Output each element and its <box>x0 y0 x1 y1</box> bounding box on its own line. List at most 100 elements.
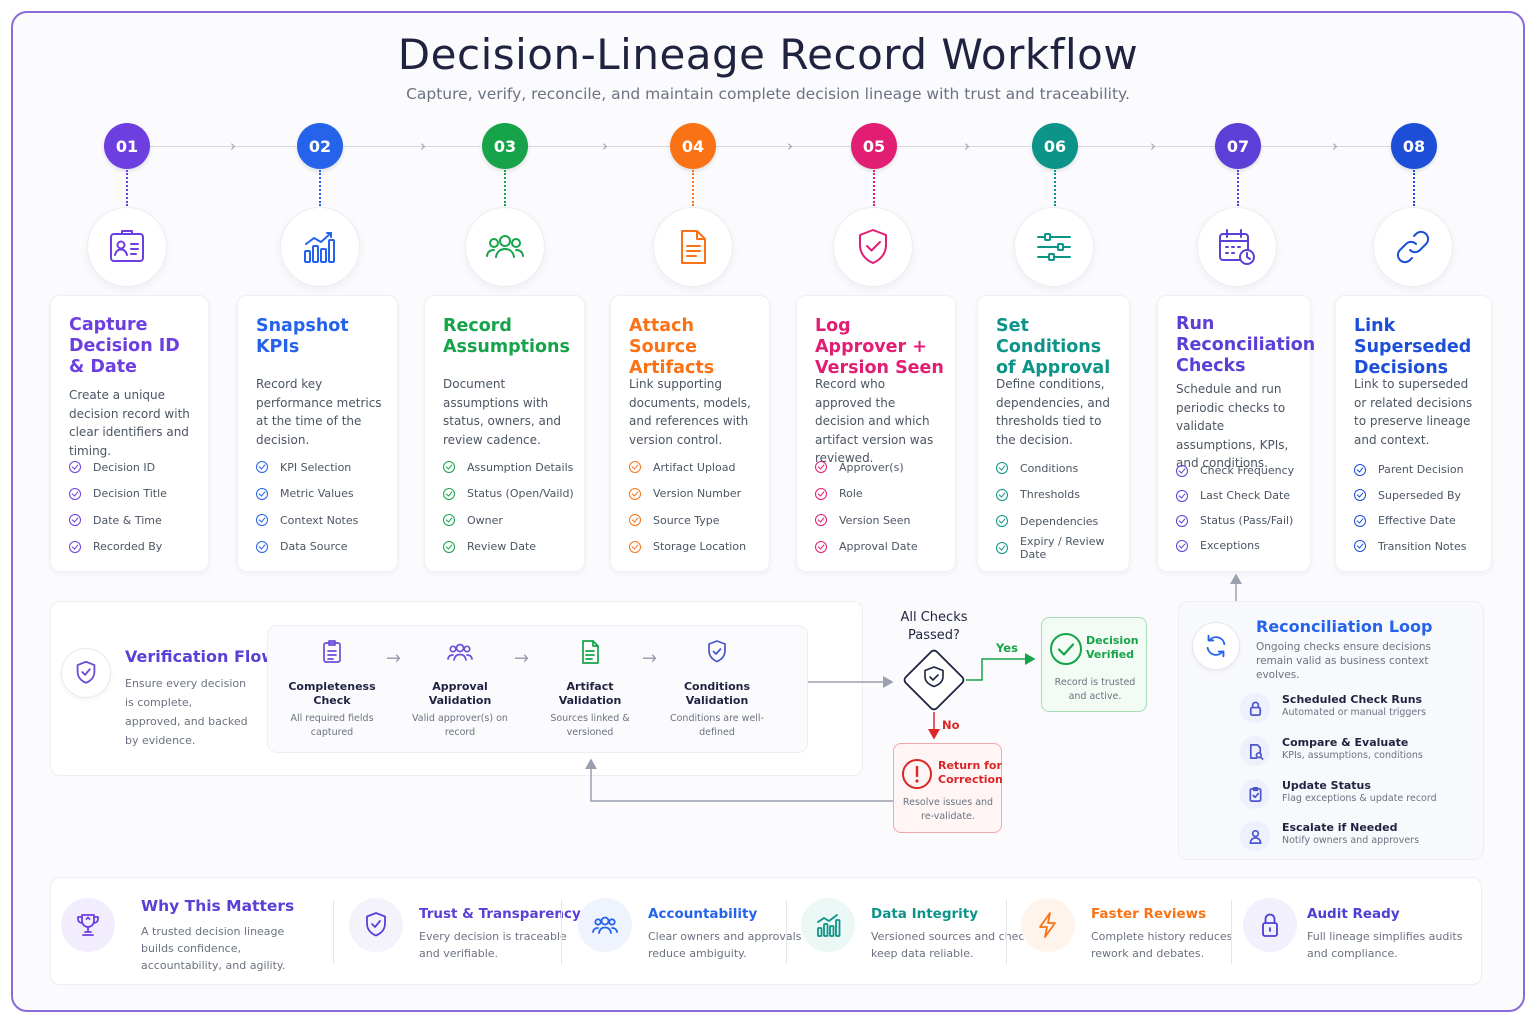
step-description: Record key performance metrics at the ti… <box>256 377 382 447</box>
step-connector <box>1237 170 1239 206</box>
step-description: Create a unique decision record with cle… <box>69 388 190 458</box>
step-checklist: Decision ID Decision Title Date & Time R… <box>69 454 202 560</box>
alert-circle-icon <box>902 759 932 789</box>
step-title: Log Approver + Version Seen <box>815 316 944 378</box>
id-card-icon <box>110 230 144 262</box>
step-number: 04 <box>670 123 716 169</box>
benefit-description: Versioned sources and checks keep data r… <box>871 930 1037 960</box>
list-item: Expiry / Review Date <box>996 535 1123 562</box>
benefit-item: Trust & Transparency Every decision is t… <box>349 878 581 986</box>
reconciliation-icon-circle <box>1192 622 1240 670</box>
arrow-right-icon: → <box>642 648 658 669</box>
step-number: 03 <box>482 123 528 169</box>
shield-check-icon <box>859 229 887 264</box>
timeline-rail <box>150 146 296 147</box>
lock-icon <box>1243 898 1297 952</box>
check-circle-icon <box>1176 464 1188 477</box>
step-card: Set Conditions of Approval Define condit… <box>977 295 1130 572</box>
chevron-right-icon: › <box>230 137 236 155</box>
step-icon-circle <box>1014 207 1094 287</box>
step-card: Link Superseded Decisions Link to supers… <box>1335 295 1492 572</box>
step-title: Attach Source Artifacts <box>629 316 715 378</box>
benefit-description: Clear owners and approvals reduce ambigu… <box>648 930 802 960</box>
people-icon <box>486 235 524 258</box>
arrow-right-icon: → <box>386 648 402 669</box>
step-checklist: Assumption Details Status (Open/Vaild) O… <box>443 454 578 560</box>
check-circle-icon <box>443 514 455 527</box>
list-item: Effective Date <box>1354 508 1485 534</box>
step-card: Capture Decision ID & Date Create a uniq… <box>50 295 209 572</box>
check-circle-icon <box>629 461 641 474</box>
step-number: 02 <box>297 123 343 169</box>
yes-label: Yes <box>996 641 1018 655</box>
verification-step-description: Sources linked & versioned <box>550 713 630 738</box>
step-checklist: Parent Decision Superseded By Effective … <box>1354 457 1485 559</box>
check-circle-icon <box>1354 514 1366 527</box>
step-description: Record who approved the decision and whi… <box>815 377 934 465</box>
return-correction-title: Return for Correction <box>938 759 1003 786</box>
check-circle-icon <box>1176 489 1188 502</box>
list-item: Source Type <box>629 507 763 534</box>
list-item: Assumption Details <box>443 454 578 481</box>
document-icon <box>681 230 706 264</box>
step-number: 01 <box>104 123 150 169</box>
list-item: Context Notes <box>256 507 391 534</box>
list-item: Last Check Date <box>1176 483 1304 508</box>
timeline-rail <box>897 146 1031 147</box>
benefit-title: Data Integrity <box>871 906 979 922</box>
check-circle-icon <box>256 514 268 527</box>
list-item: Version Number <box>629 481 763 508</box>
clipboard-icon <box>282 638 382 670</box>
verification-step-description: Valid approver(s) on record <box>412 713 508 738</box>
step-title: Record Assumptions <box>443 316 570 357</box>
step-connector <box>126 170 128 206</box>
chevron-right-icon: › <box>1150 137 1156 155</box>
step-number: 08 <box>1391 123 1437 169</box>
list-item: Approver(s) <box>815 454 949 481</box>
check-circle-icon <box>69 540 81 553</box>
link-icon <box>1396 230 1430 264</box>
check-circle-icon <box>629 514 641 527</box>
chevron-right-icon: › <box>964 137 970 155</box>
step-title: Set Conditions of Approval <box>996 316 1111 378</box>
list-item: Role <box>815 481 949 508</box>
verification-title: Verification Flow <box>125 647 277 666</box>
document-search-icon <box>1240 736 1270 766</box>
step-title: Link Superseded Decisions <box>1354 316 1472 378</box>
check-circle-icon <box>815 461 827 474</box>
step-connector <box>319 170 321 206</box>
no-label: No <box>942 718 960 732</box>
step-checklist: Check Frequency Last Check Date Status (… <box>1176 458 1304 558</box>
benefit-item: Faster Reviews Complete history reduces … <box>1021 878 1232 986</box>
chevron-right-icon: › <box>602 137 608 155</box>
step-icon-circle <box>833 207 913 287</box>
reconciliation-description: Ongoing checks ensure decisions remain v… <box>1256 641 1432 681</box>
benefit-description: Full lineage simplifies audits and compl… <box>1307 930 1463 960</box>
step-description: Document assumptions with status, owners… <box>443 377 562 447</box>
why-description: A trusted decision lineage builds confid… <box>141 925 286 972</box>
list-item: Recorded By <box>69 534 202 561</box>
list-item: Transition Notes <box>1354 534 1485 560</box>
list-item: Thresholds <box>996 482 1123 509</box>
shield-check-icon <box>349 898 403 952</box>
step-description: Link to superseded or related decisions … <box>1354 377 1473 447</box>
page-title: Decision-Lineage Record Workflow <box>397 30 1139 79</box>
divider <box>561 900 562 964</box>
timeline-rail <box>716 146 850 147</box>
clipboard-check-icon <box>1240 779 1270 809</box>
step-description: Schedule and run periodic checks to vali… <box>1176 382 1289 470</box>
verification-icon-circle <box>61 648 111 698</box>
step-icon-circle <box>1197 207 1277 287</box>
list-item: Owner <box>443 507 578 534</box>
decision-verified-box: Decision Verified Record is trusted and … <box>1041 617 1147 712</box>
decision-diamond <box>903 649 965 711</box>
check-circle-icon <box>1176 539 1188 552</box>
return-correction-description: Resolve issues and re-validate. <box>902 797 994 822</box>
calendar-clock-icon <box>1219 229 1255 265</box>
check-circle-icon <box>256 487 268 500</box>
step-title: Snapshot KPIs <box>256 316 349 357</box>
check-circle-icon <box>69 461 81 474</box>
decision-question: All Checks Passed? <box>900 610 968 643</box>
timeline-rail <box>1261 146 1391 147</box>
verification-step: Approval Validation Valid approver(s) on… <box>410 638 510 740</box>
